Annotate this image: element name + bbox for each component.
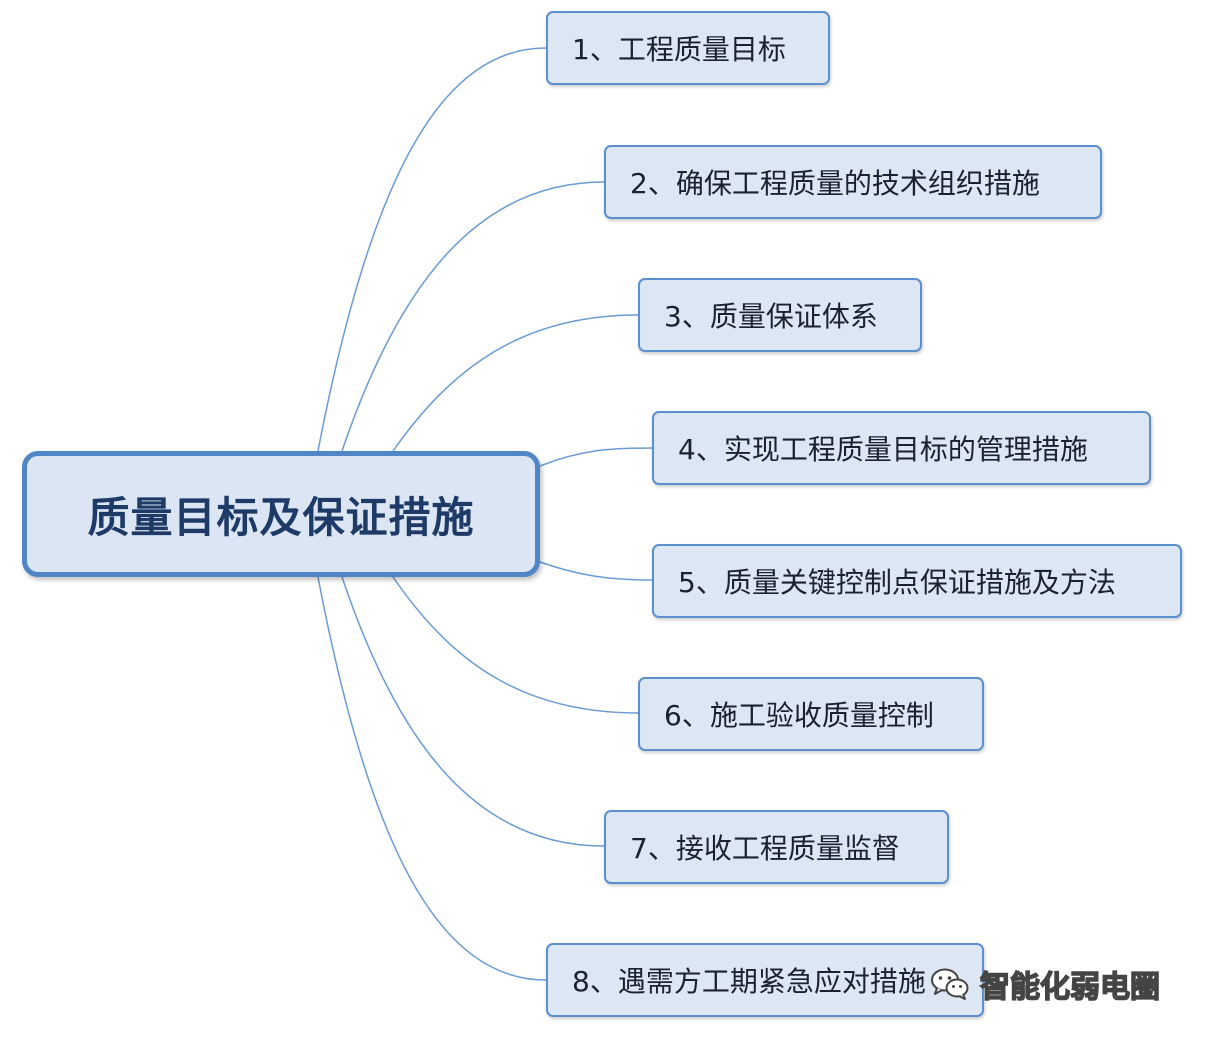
watermark-text: 智能化弱电圈 <box>979 969 1160 1005</box>
connector-3 <box>392 314 639 452</box>
connector-4 <box>539 447 653 467</box>
branch-label: 6、施工验收质量控制 <box>664 699 934 732</box>
branch-node-2[interactable]: 2、确保工程质量的技术组织措施 <box>604 145 1102 219</box>
branch-node-6[interactable]: 6、施工验收质量控制 <box>638 677 984 751</box>
root-title: 质量目标及保证措施 <box>87 492 475 542</box>
branch-label: 7、接收工程质量监督 <box>630 832 900 865</box>
branch-label: 8、遇需方工期紧急应对措施 <box>572 965 926 998</box>
wechat-icon <box>930 964 970 1004</box>
branch-label: 3、质量保证体系 <box>664 300 878 333</box>
branch-node-8[interactable]: 8、遇需方工期紧急应对措施 <box>546 943 984 1017</box>
branch-label: 4、实现工程质量目标的管理措施 <box>678 433 1088 466</box>
connector-7 <box>341 576 605 847</box>
connector-5 <box>539 561 653 581</box>
connector-2 <box>341 181 605 452</box>
root-node[interactable]: 质量目标及保证措施 <box>22 451 540 577</box>
branch-node-3[interactable]: 3、质量保证体系 <box>638 278 922 352</box>
branch-node-4[interactable]: 4、实现工程质量目标的管理措施 <box>652 411 1151 485</box>
branch-label: 2、确保工程质量的技术组织措施 <box>630 167 1040 200</box>
branch-label: 5、质量关键控制点保证措施及方法 <box>678 566 1116 599</box>
connector-8 <box>317 576 547 981</box>
connector-6 <box>392 576 639 714</box>
branch-node-7[interactable]: 7、接收工程质量监督 <box>604 810 949 884</box>
watermark: 智能化弱电圈 <box>930 958 1161 1010</box>
branch-label: 1、工程质量目标 <box>572 33 786 66</box>
branch-node-5[interactable]: 5、质量关键控制点保证措施及方法 <box>652 544 1182 618</box>
branch-node-1[interactable]: 1、工程质量目标 <box>546 11 830 85</box>
connector-1 <box>317 47 547 452</box>
